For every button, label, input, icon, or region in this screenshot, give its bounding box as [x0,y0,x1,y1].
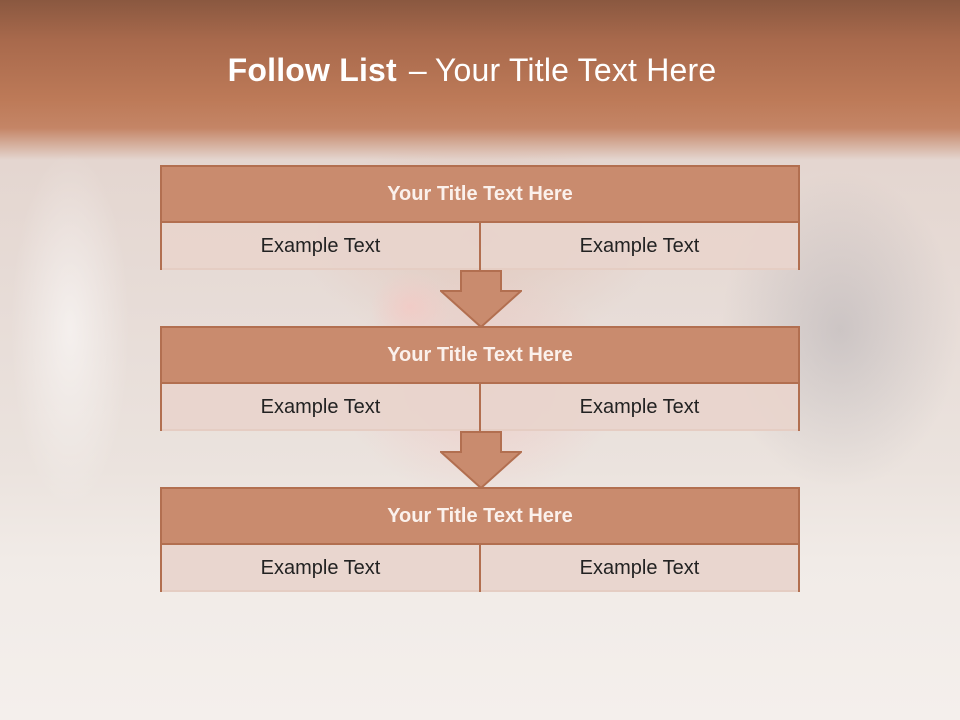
list-block-1[interactable]: Your Title Text Here Example Text Exampl… [160,165,800,270]
block-row-3: Example Text Example Text [162,545,798,592]
background-photo-glass [10,150,130,510]
list-block-2[interactable]: Your Title Text Here Example Text Exampl… [160,326,800,431]
slide-title: Follow List–Your Title Text Here [0,52,944,89]
down-arrow-icon [440,431,522,489]
block-3-cell-right[interactable]: Example Text [479,545,798,592]
block-1-cell-right[interactable]: Example Text [479,223,798,270]
block-2-cell-left[interactable]: Example Text [162,384,479,431]
title-separator: – [408,52,427,88]
block-header-1[interactable]: Your Title Text Here [162,167,798,223]
list-block-3[interactable]: Your Title Text Here Example Text Exampl… [160,487,800,592]
title-bold-part: Follow List [227,52,397,88]
block-row-1: Example Text Example Text [162,223,798,270]
block-2-cell-right[interactable]: Example Text [479,384,798,431]
block-header-3[interactable]: Your Title Text Here [162,489,798,545]
block-header-2[interactable]: Your Title Text Here [162,328,798,384]
title-rest-part: Your Title Text Here [434,52,717,88]
block-1-cell-left[interactable]: Example Text [162,223,479,270]
down-arrow-icon [440,270,522,328]
block-3-cell-left[interactable]: Example Text [162,545,479,592]
block-row-2: Example Text Example Text [162,384,798,431]
